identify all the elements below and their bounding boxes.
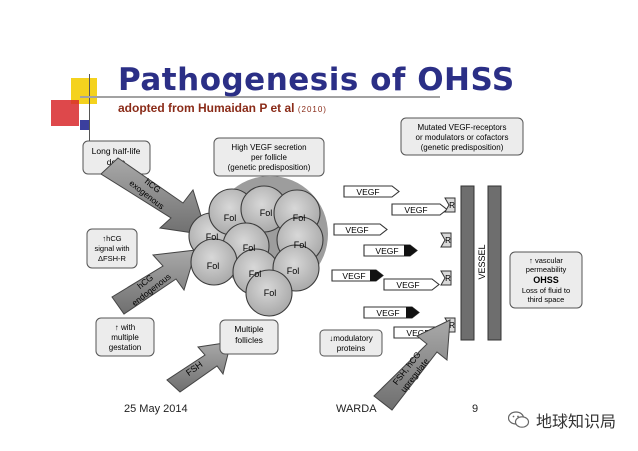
vessel-label: VESSEL [477, 244, 487, 279]
vegf-arrow [391, 203, 448, 216]
follicle-label: Fol [207, 261, 220, 271]
follicle-label: Fol [206, 232, 219, 242]
vegf-arrow-tip [406, 307, 419, 318]
receptor-label: R [445, 274, 451, 283]
footer-page: 9 [472, 403, 479, 415]
box-ohss-line4: third space [528, 295, 565, 304]
subtitle-text: adopted from Humaidan P et al [118, 101, 295, 115]
follicle-label: Fol [249, 269, 262, 279]
receptor-markers: R R R R [440, 197, 456, 333]
box-hcg-signal-line1: ↑hCG [102, 234, 121, 243]
box-vegf-secretion-line1: High VEGF secretion [231, 143, 306, 152]
vegf-arrow [343, 185, 400, 198]
receptor-label: R [449, 201, 455, 210]
footer-date: 25 May 2014 [124, 403, 188, 415]
box-vegf-secretion: High VEGF secretion per follicle (geneti… [213, 137, 325, 177]
vegf-arrow-tip [370, 270, 383, 281]
box-ohss-bold: OHSS [533, 275, 559, 285]
box-multiple-gestation-line1: ↑ with [115, 323, 135, 332]
box-modulatory-proteins: ↓modulatory proteins [319, 329, 383, 357]
box-hcg-signal-line3: ΔFSH-R [98, 254, 127, 263]
receptor-label: R [449, 321, 455, 330]
box-mutated-line2: or modulators or cofactors [416, 133, 509, 142]
vegf-label: VEGF [406, 328, 429, 338]
follicle-label: Fol [293, 213, 306, 223]
follicle-label: Fol [294, 240, 307, 250]
box-vegf-secretion-line2: per follicle [251, 153, 288, 162]
box-ohss-line3: Loss of fluid to [522, 286, 570, 295]
follicle-label: Fol [264, 288, 277, 298]
box-ohss-line1: ↑ vascular [529, 256, 563, 265]
vegf-label: VEGF [375, 246, 398, 256]
box-vegf-secretion-line3: (genetic predisposition) [228, 163, 311, 172]
watermark: 地球知识局 [508, 408, 616, 432]
vessel: VESSEL [460, 185, 502, 341]
blue-square [80, 120, 90, 130]
box-multiple-follicles-line1: Multiple [234, 324, 264, 334]
vegf-arrow [383, 278, 440, 291]
wechat-icon [508, 411, 530, 428]
box-multiple-follicles-line2: follicles [235, 335, 263, 345]
vegf-label: VEGF [342, 271, 365, 281]
vegf-label: VEGF [345, 225, 368, 235]
box-hcg-signal-line2: signal with [94, 244, 129, 253]
box-multiple-gestation: ↑ with multiple gestation [95, 317, 155, 357]
vegf-label: VEGF [396, 280, 419, 290]
watermark-text: 地球知识局 [536, 414, 617, 431]
arrow-hcg-exogenous: hCG exogenous [100, 157, 208, 236]
follicle-label: Fol [224, 213, 237, 223]
receptor-marker [440, 270, 452, 286]
red-square [51, 100, 79, 126]
box-modulatory-line2: proteins [337, 344, 365, 353]
follicle-label: Fol [243, 243, 256, 253]
vegf-arrow-tip [404, 245, 417, 256]
title-rule [80, 96, 440, 98]
subtitle-year: (2010) [297, 105, 327, 114]
receptor-label: R [445, 236, 451, 245]
box-ohss-line2: permeability [526, 265, 567, 274]
box-mutated-receptors: Mutated VEGF-receptors or modulators or … [400, 117, 524, 156]
box-ohss: ↑ vascular permeability OHSS Loss of flu… [509, 251, 583, 309]
receptor-marker [444, 197, 456, 213]
follicle [245, 269, 293, 317]
follicle-label: Fol [260, 208, 273, 218]
vegf-arrow [333, 223, 388, 236]
box-modulatory-line1: ↓modulatory [329, 334, 373, 343]
corner-decoration [0, 0, 110, 150]
vegf-arrows: VEGF VEGF VEGF VEGF VEGF VEGF VEGF VEGF [331, 185, 450, 339]
footer-org: WARDA [336, 403, 377, 415]
slide-title: Pathogenesis of OHSS [118, 62, 515, 98]
vertical-line [89, 74, 90, 144]
vegf-label: VEGF [404, 205, 427, 215]
box-multiple-follicles: Multiple follicles [219, 319, 279, 355]
vegf-label: VEGF [376, 308, 399, 318]
box-multiple-gestation-line2: multiple [111, 333, 139, 342]
box-half-life-line1: Long half-life [92, 146, 141, 156]
box-mutated-line1: Mutated VEGF-receptors [418, 123, 507, 132]
slide-subtitle: adopted from Humaidan P et al (2010) [118, 101, 327, 115]
yellow-square [71, 78, 97, 104]
follicle-label: Fol [287, 266, 300, 276]
box-mutated-line3: (genetic predisposition) [421, 143, 504, 152]
box-multiple-gestation-line3: gestation [109, 343, 141, 352]
receptor-marker [440, 232, 452, 248]
vegf-label: VEGF [356, 187, 379, 197]
box-hcg-signal: ↑hCG signal with ΔFSH-R [86, 228, 138, 269]
